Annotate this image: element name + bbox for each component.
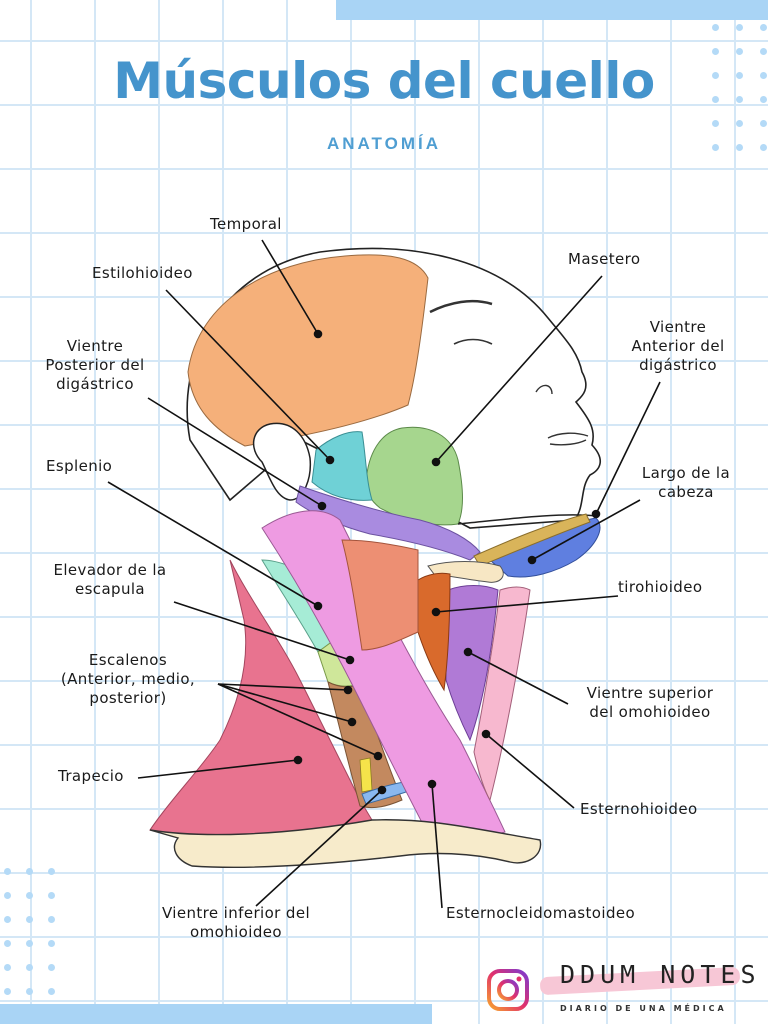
nostril: [535, 384, 553, 395]
brand-tagline: DIARIO DE UNA MÉDICA: [560, 1004, 727, 1013]
eye: [453, 338, 493, 345]
top-decor-bar: [336, 0, 768, 20]
hyoid-bone: [427, 561, 504, 583]
ear: [252, 422, 312, 501]
largo-cabeza-muscle: [473, 513, 591, 567]
tirohioideo-muscle: [417, 572, 451, 692]
bottom-decor-bar: [0, 1004, 432, 1024]
estilohioideo-muscle: [311, 431, 373, 501]
label-esternocleidomastoideo: Esternocleidomastoideo: [446, 904, 636, 922]
label-trapecio: Trapecio: [58, 767, 124, 785]
label-estilohioideo: Estilohioideo: [92, 264, 193, 282]
instagram-icon[interactable]: [486, 968, 530, 1012]
clavicle: [149, 819, 542, 868]
esternohioideo-muscle: [473, 586, 531, 802]
label-temporal: Temporal: [210, 215, 282, 233]
brand-name: DDUM NOTES: [560, 960, 761, 989]
escaleno-yellow-band: [359, 757, 373, 793]
label-escalenos: Escalenos(Anterior, medio,posterior): [60, 651, 196, 707]
page-subtitle: ANATOMÍA: [326, 134, 442, 153]
label-tirohioideo: tirohioideo: [618, 578, 703, 596]
page-title: Músculos del cuello: [113, 52, 655, 110]
label-masetero: Masetero: [568, 250, 641, 268]
label-esternohioideo: Esternohioideo: [580, 800, 698, 818]
label-esplenio: Esplenio: [46, 457, 113, 475]
mouth: [547, 432, 589, 446]
temporal-muscle: [187, 254, 429, 447]
masetero-muscle: [365, 426, 463, 526]
leader-lines: [107, 239, 661, 909]
eyebrow: [429, 299, 493, 314]
strap-muscle: [341, 539, 419, 651]
